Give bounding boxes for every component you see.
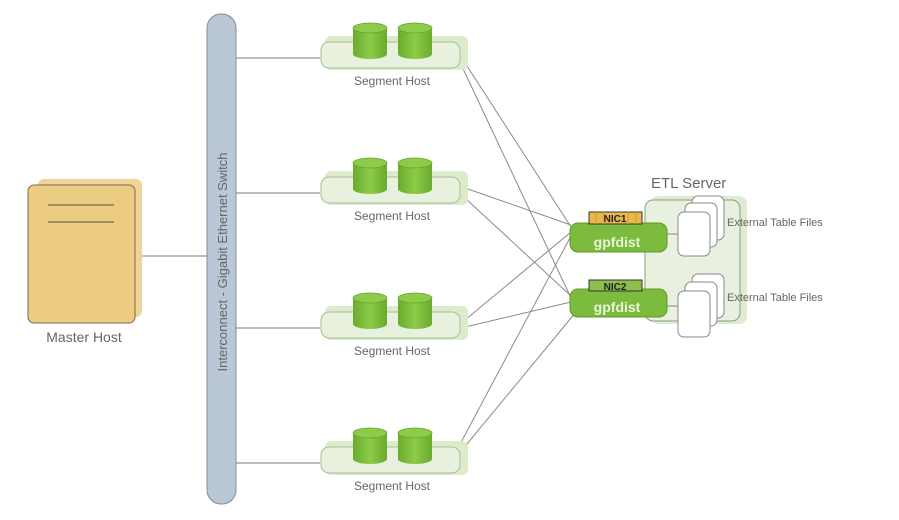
disk-icon-top	[397, 427, 433, 439]
disk-icon-top	[352, 22, 388, 34]
nic1-stripes	[595, 212, 637, 224]
master-host: Master Host	[27, 179, 142, 345]
etl-server: ETL Server External Table Files External…	[569, 175, 823, 338]
segment-host-2: Segment Host	[320, 157, 468, 223]
disk-icon	[353, 298, 387, 329]
nic1-badge	[588, 211, 643, 225]
switch-label: Interconnect - Gigabit Ethernet Switch	[215, 153, 230, 372]
segment-4-to-gpfdist-1-link	[457, 235, 572, 449]
file-group-1-label: External Table Files	[727, 217, 823, 229]
segment-host-tray	[320, 176, 461, 204]
segment-host-label: Segment Host	[354, 479, 431, 493]
segment-host-3: Segment Host	[320, 292, 468, 358]
disk-icon	[398, 298, 432, 329]
connections	[142, 51, 577, 464]
segment-2-to-gpfdist-1-link	[464, 187, 572, 226]
gpfdist-1-label: gpfdist	[594, 234, 641, 250]
disk-icon-top	[352, 427, 388, 439]
segment-4-to-gpfdist-2-link	[461, 311, 577, 451]
disk-icon	[353, 433, 387, 464]
disk-icon-top	[352, 292, 388, 304]
segment-host-label: Segment Host	[354, 344, 431, 358]
segment-host-1: Segment Host	[320, 22, 468, 88]
segment-host-4: Segment Host	[320, 427, 468, 493]
etl-server-label: ETL Server	[651, 175, 726, 192]
nic2-label: NIC2	[604, 282, 627, 293]
disk-icon-top	[397, 22, 433, 34]
file-icon	[677, 211, 711, 257]
segment-1-to-gpfdist-2-link	[457, 57, 572, 299]
segment-host-tray	[320, 41, 461, 69]
file-icon	[677, 290, 711, 338]
disk-icon	[398, 433, 432, 464]
file-group-2-label: External Table Files	[727, 292, 823, 304]
disk-icon-top	[397, 292, 433, 304]
disk-icon	[398, 28, 432, 59]
segment-3-to-gpfdist-2-link	[464, 301, 572, 328]
segment-host-label: Segment Host	[354, 209, 431, 223]
disk-icon	[398, 163, 432, 194]
file-stack-2	[667, 273, 725, 338]
interconnect-switch: Interconnect - Gigabit Ethernet Switch	[206, 13, 237, 505]
nic1-label: NIC1	[604, 214, 627, 225]
segment-1-to-gpfdist-1-link	[457, 51, 572, 228]
nic1-gpfdist: gpfdist NIC1	[569, 211, 668, 253]
segment-host-tray	[320, 446, 461, 474]
disk-icon-top	[397, 157, 433, 169]
disk-icon-top	[352, 157, 388, 169]
disk-icon	[353, 28, 387, 59]
segment-host-label: Segment Host	[354, 74, 431, 88]
segment-3-to-gpfdist-1-link	[464, 231, 572, 321]
segment-2-to-gpfdist-2-link	[464, 197, 572, 297]
gpfdist-2-label: gpfdist	[594, 299, 641, 315]
disk-icon	[353, 163, 387, 194]
master-host-label: Master Host	[46, 329, 122, 345]
master-host-body	[27, 184, 136, 324]
nic2-gpfdist: gpfdist NIC2	[569, 279, 668, 318]
nic2-badge	[588, 279, 643, 292]
file-stack-1	[667, 195, 725, 257]
segment-host-tray	[320, 311, 461, 339]
switch-bar	[206, 13, 237, 505]
